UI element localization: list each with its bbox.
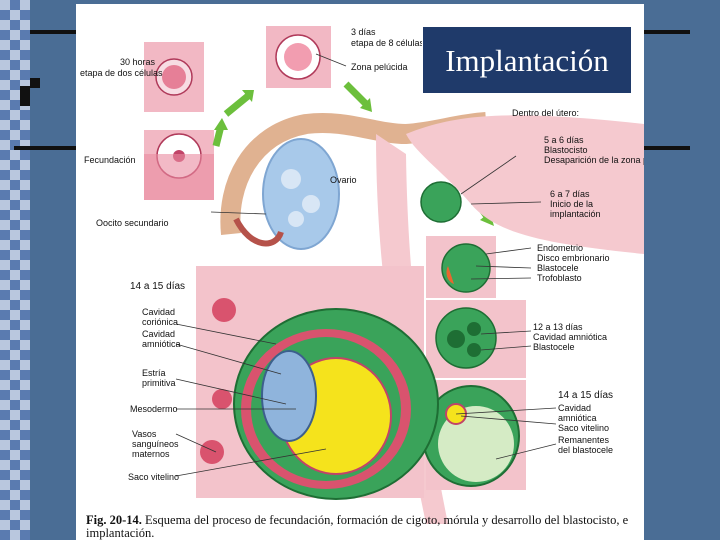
label-primitive-streak-1: Estría [142, 368, 166, 378]
ovary-shape [262, 138, 340, 250]
label-eight-cell-time: 3 días [351, 27, 376, 37]
label-zona-pelucida: Zona pelúcida [351, 62, 408, 72]
label-implantation: implantación [550, 209, 601, 219]
label-implantation-time: 6 a 7 días [550, 189, 590, 199]
label-blood-vessels-3: maternos [132, 449, 170, 459]
label-blastocoel: Blastocele [537, 263, 579, 273]
label-chorionic-cavity-2: coriónica [142, 317, 179, 327]
label-days-12-13: 12 a 13 días [533, 322, 583, 332]
caption-label: Fig. 20-14. [86, 513, 142, 527]
label-eight-cell-stage: etapa de 8 células [351, 38, 425, 48]
decor-square [20, 86, 30, 96]
label-two-cell-time: 30 horas [120, 57, 156, 67]
decor-square [20, 96, 30, 106]
label-amniotic-cavity-right-2b: amniótica [558, 413, 597, 423]
blastocyst [420, 181, 462, 223]
label-chorionic-cavity-1: Cavidad [142, 307, 176, 317]
label-embryonic-disc: Disco embrionario [537, 253, 610, 263]
amniotic-cavity [261, 350, 317, 442]
label-blood-vessels-1: Vasos [132, 429, 157, 439]
label-trophoblast: Trofoblasto [537, 273, 582, 283]
slide-title-box: Implantación [422, 26, 632, 94]
label-remnants-2: del blastocele [558, 445, 614, 455]
label-amniotic-cavity-right-2a: Cavidad [558, 403, 592, 413]
label-inside-uterus: Dentro del útero: [512, 108, 580, 118]
label-days-14-15-right: 14 a 15 días [558, 390, 614, 401]
label-fertilization: Fecundación [84, 155, 136, 165]
label-ovary: Ovario [330, 175, 357, 185]
label-yolk-sac-right: Saco vitelino [558, 423, 610, 433]
caption-text: Esquema del proceso de fecundación, form… [86, 513, 629, 540]
label-amniotic-cavity-left-1: Cavidad [142, 329, 176, 339]
label-blastocyst-time: 5 a 6 días [544, 135, 584, 145]
label-mesoderm: Mesodermo [130, 404, 178, 414]
label-amniotic-cavity-right: Cavidad amniótica [533, 332, 608, 342]
label-endometrium: Endometrio [537, 243, 584, 253]
label-yolk-sac-left: Saco vitelino [128, 472, 180, 482]
diagram-illustration [144, 26, 644, 524]
label-zona-disappears: Desaparición de la zona pelúcida [544, 155, 644, 165]
label-secondary-oocyte: Oocito secundario [96, 218, 169, 228]
figure-caption: Fig. 20-14. Esquema del proceso de fecun… [86, 514, 636, 540]
label-remnants-1: Remanentes [558, 435, 610, 445]
label-blastocyst: Blastocisto [544, 145, 588, 155]
decor-square [30, 78, 40, 88]
label-amniotic-cavity-left-2: amniótica [142, 339, 181, 349]
label-days-14-15-left: 14 a 15 días [130, 281, 186, 292]
label-blastocoel-right: Blastocele [533, 342, 575, 352]
checker-border [0, 0, 30, 540]
label-blood-vessels-2: sanguíneos [132, 439, 179, 449]
label-implantation-start: Inicio de la [550, 199, 594, 209]
label-primitive-streak-2: primitiva [142, 378, 176, 388]
slide-title: Implantación [445, 43, 609, 78]
uterus-wall [406, 115, 644, 254]
figure-panel: 30 horas etapa de dos células 3 días eta… [76, 4, 644, 540]
label-two-cell-stage: etapa de dos células [80, 68, 163, 78]
